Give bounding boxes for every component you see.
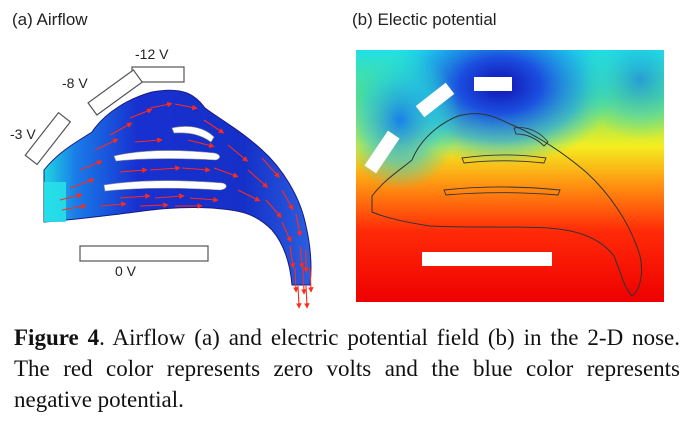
turbinate-outline-upper [513, 127, 549, 147]
potential-electrode-left [364, 130, 400, 174]
flow-arrows [59, 101, 314, 309]
figure-label: Figure 4 [14, 325, 100, 350]
potential-electrode-top [474, 77, 512, 91]
turbinate-upper [171, 126, 215, 143]
cyan-zone-right [580, 50, 664, 140]
electrode-label-0v: 0 V [115, 263, 137, 279]
electrode-label-minus12v: -12 V [135, 46, 169, 62]
turbinate-outline-middle [461, 154, 547, 164]
nostril-inlet [44, 182, 66, 222]
potential-electrode-upper-left [415, 82, 455, 118]
panel-b-title: (b) Electic potential [352, 10, 497, 29]
airflow-panel [24, 66, 314, 309]
electrode-0v [79, 245, 209, 262]
electrode-minus8v [87, 69, 144, 116]
turbinate-lower [103, 180, 227, 192]
potential-panel [356, 50, 664, 302]
panel-a-title: (a) Airflow [12, 10, 88, 29]
electrode-label-minus3v: -3 V [10, 126, 36, 142]
turbinate-outline-lower [443, 186, 561, 196]
electrode-label-minus8v: -8 V [62, 75, 88, 91]
figure-caption: Figure 4. Airflow (a) and electric poten… [14, 322, 680, 415]
turbinate-middle [113, 150, 220, 162]
nose-outline [371, 113, 643, 297]
potential-electrode-bottom [422, 252, 552, 266]
caption-text: . Airflow (a) and electric potential fie… [14, 325, 681, 412]
electrode-minus3v [24, 111, 72, 166]
